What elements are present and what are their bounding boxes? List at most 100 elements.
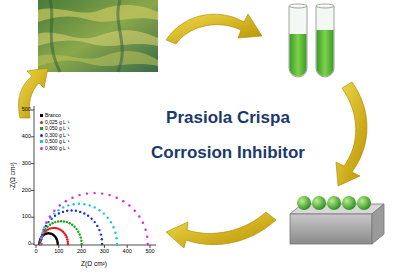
data-point (83, 203, 85, 205)
legend-row: 0,500 g L⁻¹ (40, 139, 70, 144)
legend-text: 0,050 g L⁻¹ (45, 125, 70, 131)
data-point (51, 222, 53, 224)
data-point (39, 243, 41, 245)
tick-label: 500 (145, 249, 154, 255)
axis-label: Z(Ω cm²) (81, 261, 107, 268)
data-point (83, 212, 85, 214)
metal-coupon (290, 196, 384, 244)
legend-swatch (40, 121, 43, 124)
data-point (40, 238, 42, 240)
data-point (43, 229, 45, 231)
data-point (87, 215, 89, 217)
legend-swatch (40, 127, 43, 130)
algae-photo (38, 0, 158, 72)
data-point (80, 240, 82, 242)
data-point (63, 220, 65, 222)
data-point (72, 203, 74, 205)
data-point (49, 224, 51, 226)
data-point (147, 243, 149, 245)
data-point (114, 232, 116, 234)
legend-text: Branco (45, 112, 61, 118)
data-point (68, 222, 70, 224)
data-point (40, 236, 42, 238)
data-point (40, 243, 42, 245)
data-point (138, 215, 140, 217)
tick-label: 200 (22, 188, 31, 194)
tick-label: 0 (34, 249, 37, 255)
data-point (40, 243, 42, 245)
data-point (94, 206, 96, 208)
data-point (54, 221, 56, 223)
test-tubes (289, 4, 334, 77)
legend-text: 0,300 g L⁻¹ (45, 132, 70, 138)
data-point (57, 220, 59, 222)
tick-label: 200 (77, 249, 86, 255)
tick-label: 300 (22, 161, 31, 167)
data-point (79, 233, 81, 235)
data-point (98, 229, 100, 231)
data-point (134, 210, 136, 212)
data-point (116, 243, 118, 245)
data-point (65, 200, 67, 202)
data-point (58, 212, 60, 214)
data-point (62, 206, 64, 208)
data-point (79, 211, 81, 213)
data-point (96, 225, 98, 227)
data-point (53, 210, 55, 212)
data-point (49, 215, 51, 217)
legend-swatch (40, 140, 43, 143)
data-point (128, 204, 130, 206)
data-point (57, 243, 59, 245)
legend-text: 0,500 g L⁻¹ (45, 138, 70, 144)
legend-row: 0,800 g L⁻¹ (40, 146, 70, 151)
data-point (52, 234, 54, 236)
legend-text: 0,800 g L⁻¹ (45, 145, 70, 151)
data-point (98, 209, 100, 211)
data-point (41, 236, 43, 238)
data-point (86, 192, 88, 194)
tick-label: 300 (100, 249, 109, 255)
data-point (101, 243, 103, 245)
impedance-curves (38, 192, 149, 245)
data-point (78, 194, 80, 196)
data-point (93, 192, 95, 194)
legend-swatch (40, 134, 43, 137)
data-point (90, 218, 92, 220)
tick-label: 100 (22, 214, 31, 220)
data-point (39, 241, 41, 243)
axis-label: -Z(Ω cm²) (10, 162, 17, 190)
data-point (54, 215, 56, 217)
tick-label: 100 (54, 249, 63, 255)
data-point (107, 217, 109, 219)
data-point (45, 222, 47, 224)
legend-row: 0,050 g L⁻¹ (40, 126, 70, 131)
data-point (146, 236, 148, 238)
cycle-arrows (19, 14, 368, 248)
data-point (43, 226, 45, 228)
data-point (122, 200, 124, 202)
data-point (101, 192, 103, 194)
data-point (66, 236, 68, 238)
data-point (62, 211, 64, 213)
data-point (89, 204, 91, 206)
data-point (66, 221, 68, 223)
data-point (40, 243, 42, 245)
data-point (59, 204, 61, 206)
data-point (110, 221, 112, 223)
data-point (78, 203, 80, 205)
data-point (80, 236, 82, 238)
legend-text: 0,025 g L⁻¹ (45, 119, 70, 125)
data-point (70, 209, 72, 211)
legend-row: Branco (40, 113, 61, 118)
data-point (42, 229, 44, 231)
data-point (115, 237, 117, 239)
data-point (71, 197, 73, 199)
data-point (66, 238, 68, 240)
data-point (112, 226, 114, 228)
data-point (94, 221, 96, 223)
data-point (46, 221, 48, 223)
data-point (144, 229, 146, 231)
legend-row: 0,025 g L⁻¹ (40, 120, 70, 125)
data-point (71, 224, 73, 226)
